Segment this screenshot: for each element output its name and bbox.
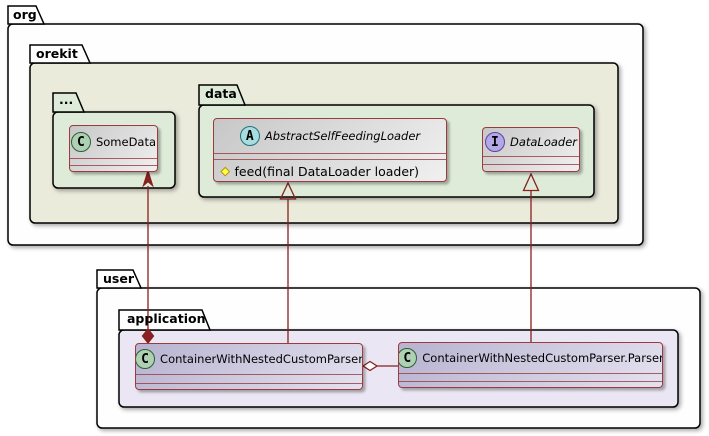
package-org-tab	[7, 5, 46, 25]
class-name: AbstractSelfFeedingLoader	[264, 129, 421, 143]
abstract-class-icon: A	[239, 126, 260, 146]
package-application-tab	[118, 309, 212, 331]
generalization-triangle-icon	[279, 181, 297, 200]
methods-compartment: feed(final DataLoader loader)	[214, 159, 446, 181]
aggregation-diamond-icon	[361, 360, 379, 372]
package-ellipsis-tab	[52, 92, 86, 113]
fields-compartment	[70, 158, 157, 165]
fields-compartment	[136, 374, 362, 383]
fields-compartment	[214, 153, 446, 159]
relationship-container-parser	[361, 360, 398, 372]
class-icon: C	[399, 348, 418, 368]
open-arrowhead-icon	[142, 168, 154, 188]
package-orekit-tab	[29, 44, 92, 64]
package-ellipsis-label: ...	[59, 92, 74, 107]
fields-compartment	[483, 156, 579, 164]
interface-icon: I	[484, 132, 505, 152]
package-application-label: application	[127, 311, 206, 326]
class-icon: C	[70, 132, 91, 152]
fields-compartment	[399, 373, 662, 381]
methods-compartment	[399, 381, 662, 387]
class-icon: C	[136, 349, 156, 369]
package-org-label: org	[13, 7, 37, 22]
relationship-container-abstractloader	[279, 181, 297, 343]
class-name: DataLoader	[509, 135, 578, 149]
package-orekit-label: orekit	[36, 46, 78, 61]
package-data-label: data	[205, 86, 237, 101]
interface-dataloader: I DataLoader	[482, 127, 580, 172]
package-user-tab	[96, 269, 143, 289]
relationship-parser-dataloader	[522, 172, 540, 342]
generalization-triangle-icon	[522, 172, 540, 192]
method-signature: feed(final DataLoader loader)	[234, 164, 420, 179]
class-somedata: C SomeData	[69, 125, 158, 172]
class-name: ContainerWithNestedCustomParser	[160, 352, 363, 366]
class-name: SomeData	[95, 135, 157, 149]
protected-visibility-icon	[220, 166, 230, 177]
class-name: ContainerWithNestedCustomParser.Parser	[422, 351, 663, 365]
package-user-label: user	[103, 271, 134, 286]
class-abstract-self-feeding-loader: A AbstractSelfFeedingLoader feed(final D…	[213, 118, 447, 182]
methods-compartment	[136, 383, 362, 389]
methods-compartment	[483, 164, 579, 171]
class-container-with-nested-custom-parser: C ContainerWithNestedCustomParser	[135, 343, 363, 390]
class-container-parser: C ContainerWithNestedCustomParser.Parser	[398, 342, 663, 388]
methods-compartment	[70, 165, 157, 171]
package-data-tab	[198, 84, 247, 106]
